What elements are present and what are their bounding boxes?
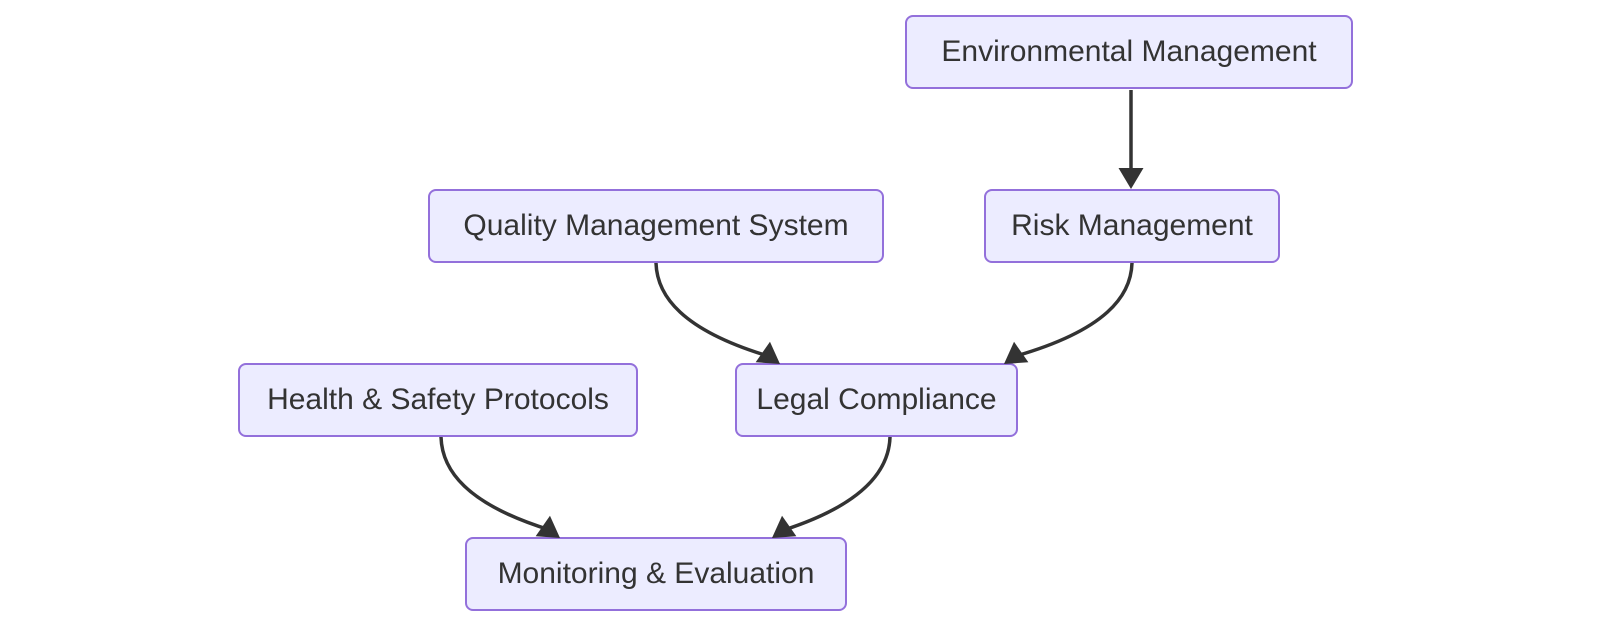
node-label-legal-compliance: Legal Compliance xyxy=(756,383,997,416)
node-legal-compliance: Legal Compliance xyxy=(735,363,1018,437)
node-quality-management-system: Quality Management System xyxy=(428,189,884,263)
node-risk-management: Risk Management xyxy=(984,189,1280,263)
node-environmental-management: Environmental Management xyxy=(905,15,1353,89)
node-label-health-safety-protocols: Health & Safety Protocols xyxy=(267,383,609,416)
edge-qms-to-legal xyxy=(654,262,781,365)
node-monitoring-evaluation: Monitoring & Evaluation xyxy=(465,537,847,611)
edge-hsp-to-monitor xyxy=(439,436,561,539)
edge-risk-to-legal xyxy=(1003,262,1134,365)
node-health-safety-protocols: Health & Safety Protocols xyxy=(238,363,638,437)
arrowhead-icon xyxy=(1118,168,1144,189)
edge-env-to-risk xyxy=(1118,90,1144,189)
node-label-environmental-management: Environmental Management xyxy=(941,35,1317,68)
node-label-risk-management: Risk Management xyxy=(1011,209,1253,242)
node-label-quality-management-system: Quality Management System xyxy=(463,209,849,242)
node-label-monitoring-evaluation: Monitoring & Evaluation xyxy=(497,557,815,590)
edge-legal-to-monitor xyxy=(771,436,892,539)
